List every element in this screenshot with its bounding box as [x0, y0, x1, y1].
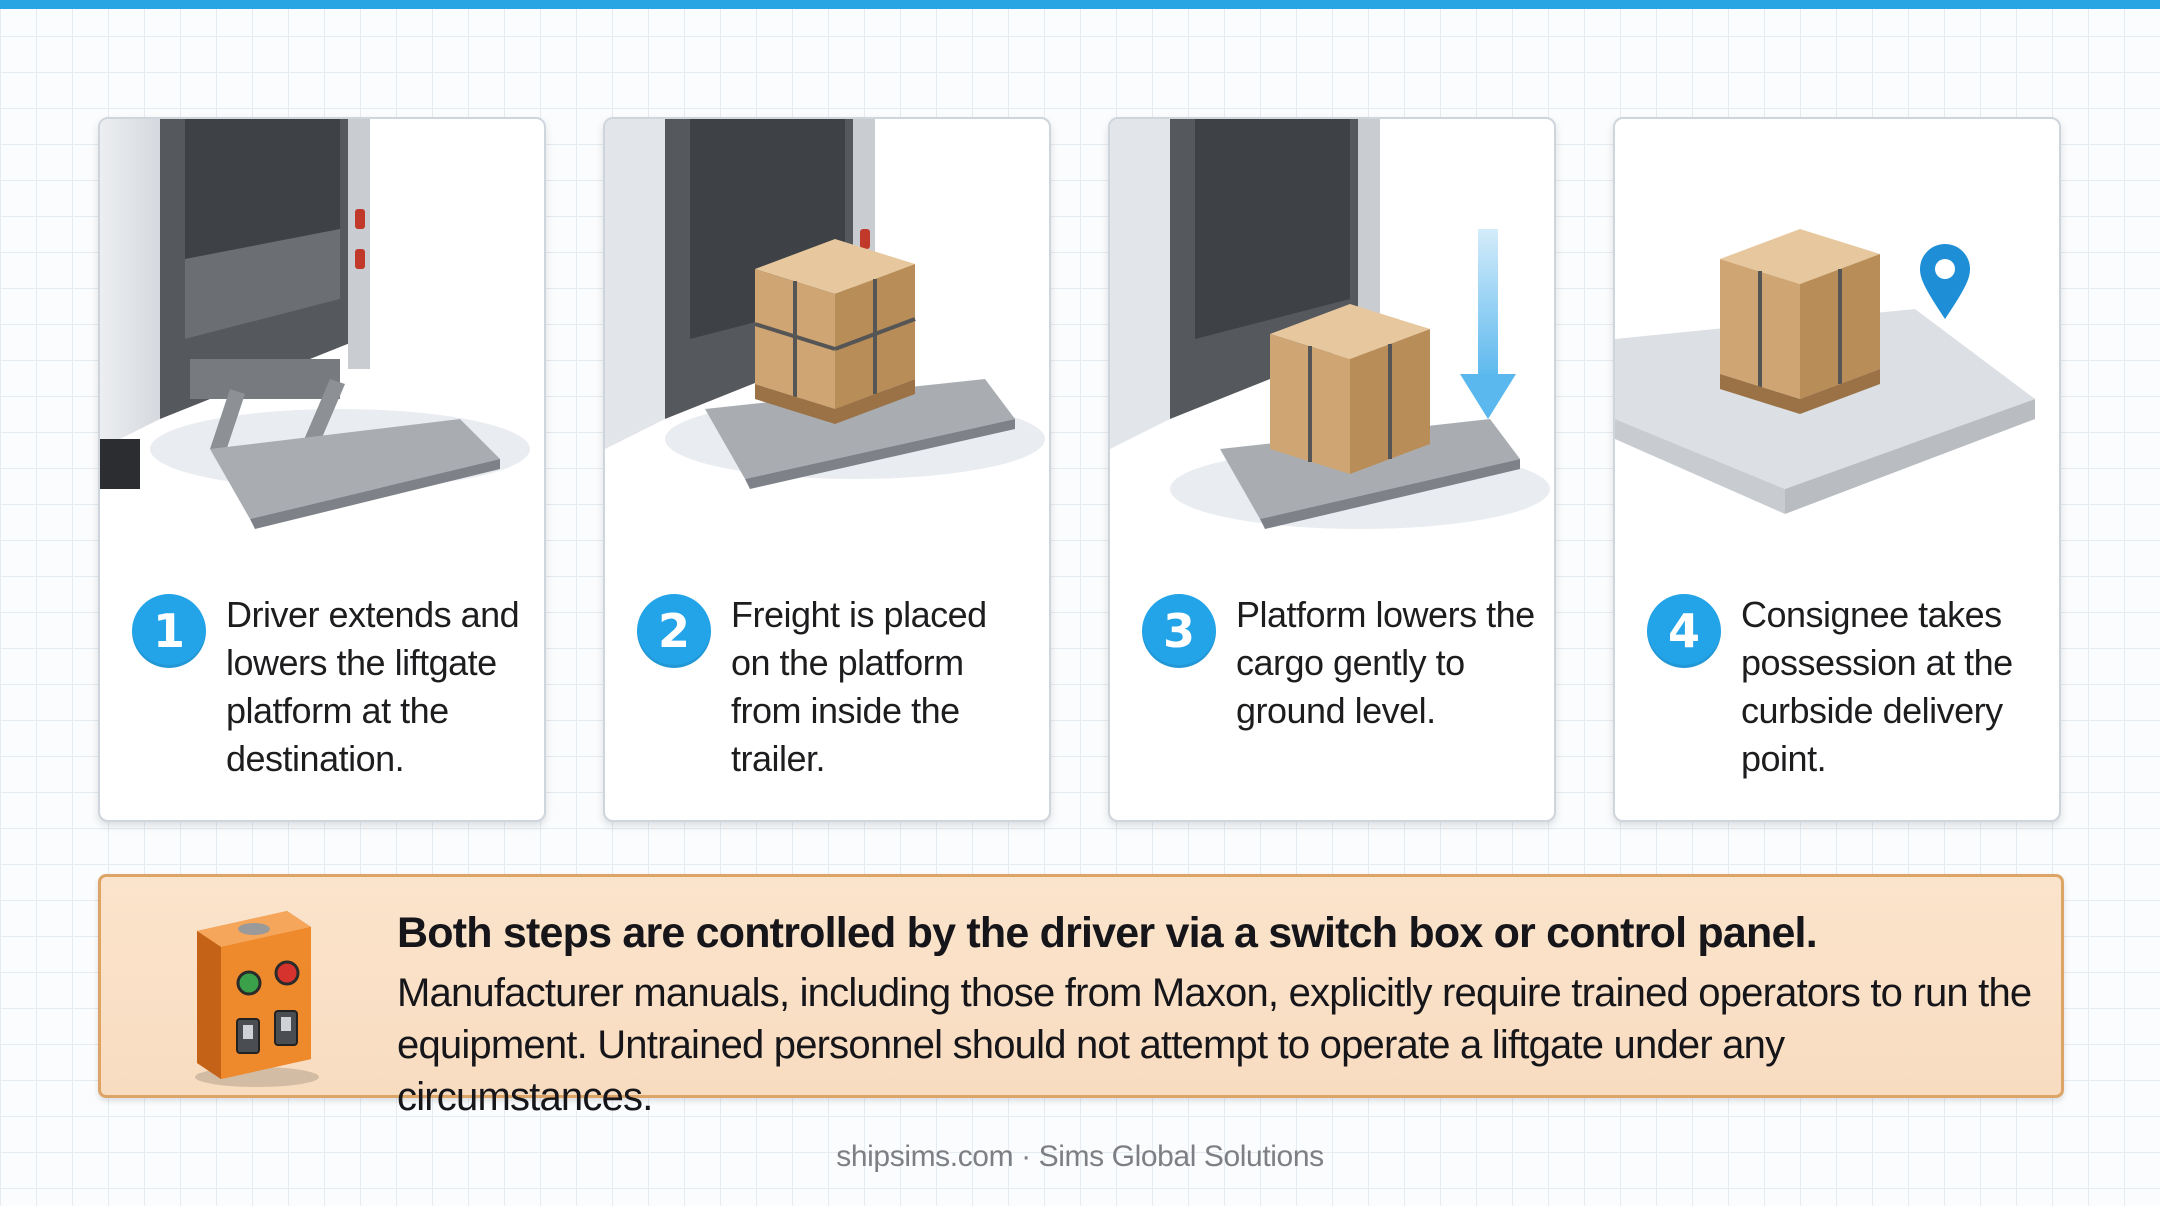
- step-description-2: Freight is placed on the platform from i…: [731, 594, 987, 779]
- freight-pallet-icon: [1720, 229, 1880, 414]
- truck-liftgate-illustration: [605, 119, 1049, 559]
- step-description-3: Platform lowers the cargo gently to grou…: [1236, 594, 1535, 731]
- info-body: Manufacturer manuals, including those fr…: [397, 971, 2032, 1119]
- curbside-delivery-illustration: [1615, 119, 2059, 559]
- step-card-3: 3 Platform lowers the cargo gently to gr…: [1108, 117, 1556, 822]
- switch-box-icon: [179, 891, 329, 1089]
- down-arrow-icon: [1460, 229, 1516, 419]
- step-badge-1: 1: [132, 594, 206, 668]
- location-pin-icon: [1920, 244, 1970, 319]
- step-card-2: 2 Freight is placed on the platform from…: [603, 117, 1051, 822]
- step-badge-3: 3: [1142, 594, 1216, 668]
- info-heading: Both steps are controlled by the driver …: [397, 909, 1818, 957]
- step-badge-4: 4: [1647, 594, 1721, 668]
- driver-control-note-panel: Both steps are controlled by the driver …: [98, 874, 2064, 1119]
- step-card-4: 4 Consignee takes possession at the curb…: [1613, 117, 2061, 822]
- step-description-4: Consignee takes possession at the curbsi…: [1741, 594, 2013, 779]
- freight-pallet-icon: [754, 239, 916, 424]
- step-badge-2: 2: [637, 594, 711, 668]
- step-card-1: 1 Driver extends and lowers the liftgate…: [98, 117, 546, 822]
- footer-credit: shipsims.com · Sims Global Solutions: [836, 1140, 1324, 1173]
- top-accent-bar: [0, 0, 2160, 9]
- truck-liftgate-illustration: [100, 119, 544, 559]
- step-description-1: Driver extends and lowers the liftgate p…: [226, 594, 520, 779]
- freight-pallet-icon: [1270, 304, 1430, 474]
- truck-liftgate-illustration: [1110, 119, 1554, 559]
